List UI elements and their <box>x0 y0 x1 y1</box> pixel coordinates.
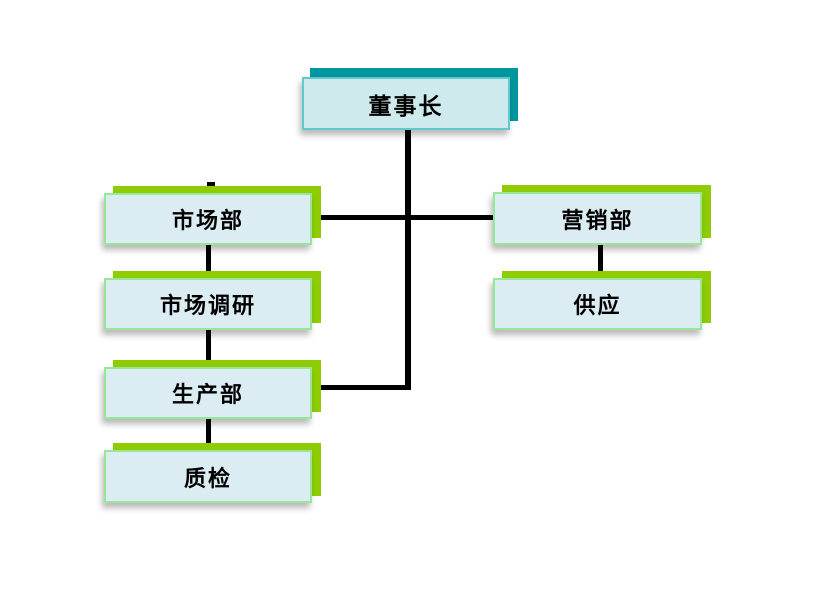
node-quality: 质检 <box>104 443 321 503</box>
node-marketing: 市场部 <box>104 186 321 245</box>
connector-stub-above-marketing <box>207 182 215 186</box>
node-research-label: 市场调研 <box>159 294 256 319</box>
node-supply-box: 供应 <box>493 278 702 330</box>
node-production: 生产部 <box>104 360 321 419</box>
node-chairman-label: 董事长 <box>368 93 444 120</box>
connector-chairman-vertical <box>405 130 411 390</box>
connector-production-quality <box>206 419 211 450</box>
node-research-box: 市场调研 <box>104 278 312 330</box>
node-quality-box: 质检 <box>104 450 312 503</box>
connector-marketing-sales <box>321 215 495 220</box>
connector-marketing-research <box>206 245 211 278</box>
node-research: 市场调研 <box>104 271 321 330</box>
node-chairman-box: 董事长 <box>302 77 510 130</box>
node-marketing-label: 市场部 <box>171 209 244 234</box>
node-quality-label: 质检 <box>183 466 232 492</box>
node-marketing-box: 市场部 <box>104 193 312 245</box>
node-sales-box: 营销部 <box>493 192 702 245</box>
node-production-label: 生产部 <box>171 383 244 408</box>
node-chairman: 董事长 <box>302 68 518 130</box>
connector-research-production <box>206 330 211 367</box>
node-sales: 营销部 <box>493 185 711 245</box>
node-supply-label: 供应 <box>573 294 622 319</box>
connector-sales-supply <box>598 245 603 278</box>
node-production-box: 生产部 <box>104 367 312 419</box>
node-supply: 供应 <box>493 271 711 330</box>
node-sales-label: 营销部 <box>561 208 634 234</box>
connector-production-branch <box>321 385 411 390</box>
